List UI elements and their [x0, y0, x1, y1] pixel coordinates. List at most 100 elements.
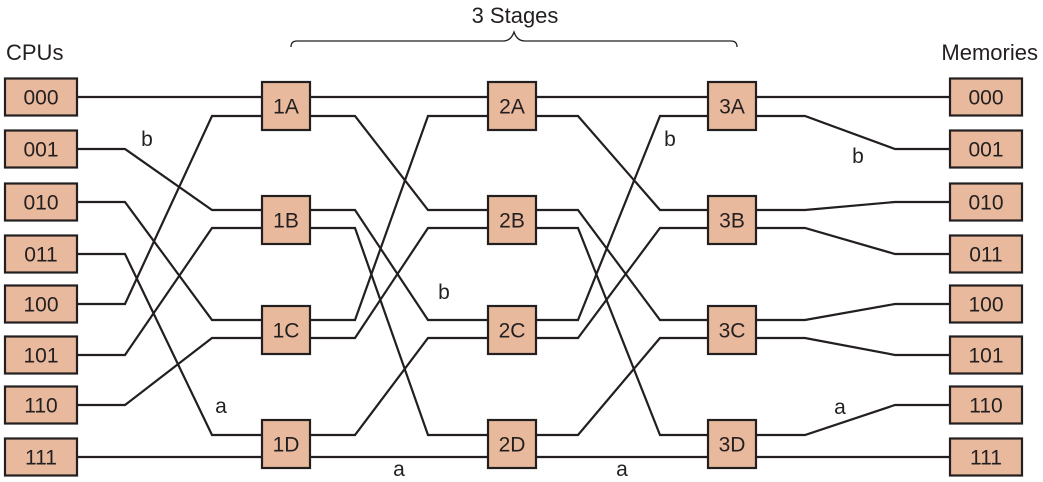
switch-node-rect: [260, 304, 312, 356]
path-label-b: b: [664, 128, 676, 151]
switch-node: 3A: [706, 80, 758, 132]
memory-node-rect: [948, 335, 1024, 375]
cpu-node: 111: [3, 437, 79, 477]
switch-label: 3D: [719, 434, 746, 457]
switch-label: 2D: [499, 434, 526, 457]
wire-stage1-to-stage2: [310, 226, 488, 437]
memory-node-rect: [948, 284, 1024, 324]
cpus-header: CPUs: [6, 40, 63, 65]
cpu-node-rect: [3, 385, 79, 425]
switch-label: 1A: [273, 96, 299, 119]
wire-stage3-to-memory: [756, 336, 950, 357]
memory-node: 010: [948, 182, 1024, 222]
wire-stage2-to-stage3: [536, 114, 708, 212]
wire-cpu-to-stage1: [77, 200, 262, 322]
wire-stage1-to-stage2: [310, 226, 488, 340]
switch-node: 1D: [260, 418, 312, 470]
memory-label: 100: [968, 294, 1003, 317]
wire-stage3-to-memory: [756, 114, 950, 151]
path-label-a: a: [393, 458, 405, 481]
memory-node-rect: [948, 234, 1024, 274]
memory-node: 111: [948, 437, 1024, 477]
switch-node-rect: [486, 418, 538, 470]
switch-node: 2D: [486, 418, 538, 470]
path-label-b: b: [438, 281, 450, 304]
wire-stage2-to-stage3: [536, 208, 708, 322]
switch-node-rect: [260, 194, 312, 246]
memory-label: 101: [968, 345, 1003, 368]
switch-node-rect: [486, 80, 538, 132]
wire-cpu-to-stage1: [77, 226, 262, 357]
cpu-node: 101: [3, 335, 79, 375]
cpu-node: 001: [3, 129, 79, 169]
switch-node: 3C: [706, 304, 758, 356]
wire-cpu-to-stage1: [77, 252, 262, 437]
switch-node: 1A: [260, 80, 312, 132]
wire-cpu-to-stage1: [77, 147, 262, 212]
switch-label: 2A: [499, 96, 525, 119]
memory-label: 110: [969, 395, 1002, 418]
memory-node: 100: [948, 284, 1024, 324]
path-label-a: a: [834, 396, 846, 419]
switch-label: 3A: [719, 96, 745, 119]
wire-stage2-to-stage3: [536, 226, 708, 340]
switch-node-rect: [706, 194, 758, 246]
switch-label: 2B: [499, 210, 525, 233]
cpu-node-rect: [3, 129, 79, 169]
cpu-label: 010: [23, 192, 58, 215]
wires: [77, 95, 950, 459]
switch-label: 1B: [273, 210, 299, 233]
memory-node-rect: [948, 437, 1024, 477]
switch-label: 3C: [719, 320, 746, 343]
wire-stage3-to-memory: [756, 403, 950, 437]
memory-node-rect: [948, 182, 1024, 222]
switch-label: 1D: [273, 434, 300, 457]
switch-node: 1C: [260, 304, 312, 356]
cpu-node: 010: [3, 182, 79, 222]
cpu-node-rect: [3, 335, 79, 375]
memory-node-rect: [948, 77, 1024, 117]
memory-node: 110: [948, 385, 1024, 425]
cpu-node-rect: [3, 437, 79, 477]
nodes: 0000010100111001011101110000010100111001…: [3, 77, 1024, 477]
wire-stage2-to-stage3: [536, 336, 708, 437]
cpu-label: 110: [24, 395, 57, 418]
path-label-a: a: [616, 458, 628, 481]
switch-node-rect: [706, 304, 758, 356]
stages-brace: [290, 29, 738, 48]
switch-node-rect: [706, 80, 758, 132]
cpu-label: 100: [23, 294, 58, 317]
path-label-b: b: [852, 145, 864, 168]
wire-stage2-to-stage3: [536, 114, 708, 322]
switch-node-rect: [486, 304, 538, 356]
switch-label: 3B: [719, 210, 745, 233]
wire-stage1-to-stage2: [310, 336, 488, 437]
switch-node: 2C: [486, 304, 538, 356]
wire-stage1-to-stage2: [310, 208, 488, 322]
wire-stage1-to-stage2: [310, 114, 488, 322]
cpu-label: 011: [24, 244, 57, 267]
memory-node: 101: [948, 335, 1024, 375]
memory-label: 010: [968, 192, 1003, 215]
cpu-label: 000: [23, 87, 58, 110]
memory-node-rect: [948, 385, 1024, 425]
cpu-node-rect: [3, 182, 79, 222]
switch-node: 3B: [706, 194, 758, 246]
switch-node-rect: [486, 194, 538, 246]
wire-stage3-to-memory: [756, 200, 950, 212]
cpu-node: 000: [3, 77, 79, 117]
switch-node: 2B: [486, 194, 538, 246]
switch-node-rect: [260, 80, 312, 132]
stages-title: 3 Stages: [472, 3, 559, 28]
wire-cpu-to-stage1: [77, 336, 262, 407]
memory-label: 000: [968, 87, 1003, 110]
switch-node: 1B: [260, 194, 312, 246]
wire-cpu-to-stage1: [77, 114, 262, 306]
path-label-a: a: [215, 395, 227, 418]
switch-node-rect: [260, 418, 312, 470]
wire-stage3-to-memory: [756, 302, 950, 322]
cpu-node: 110: [3, 385, 79, 425]
memory-label: 111: [970, 447, 1002, 470]
cpu-node: 100: [3, 284, 79, 324]
